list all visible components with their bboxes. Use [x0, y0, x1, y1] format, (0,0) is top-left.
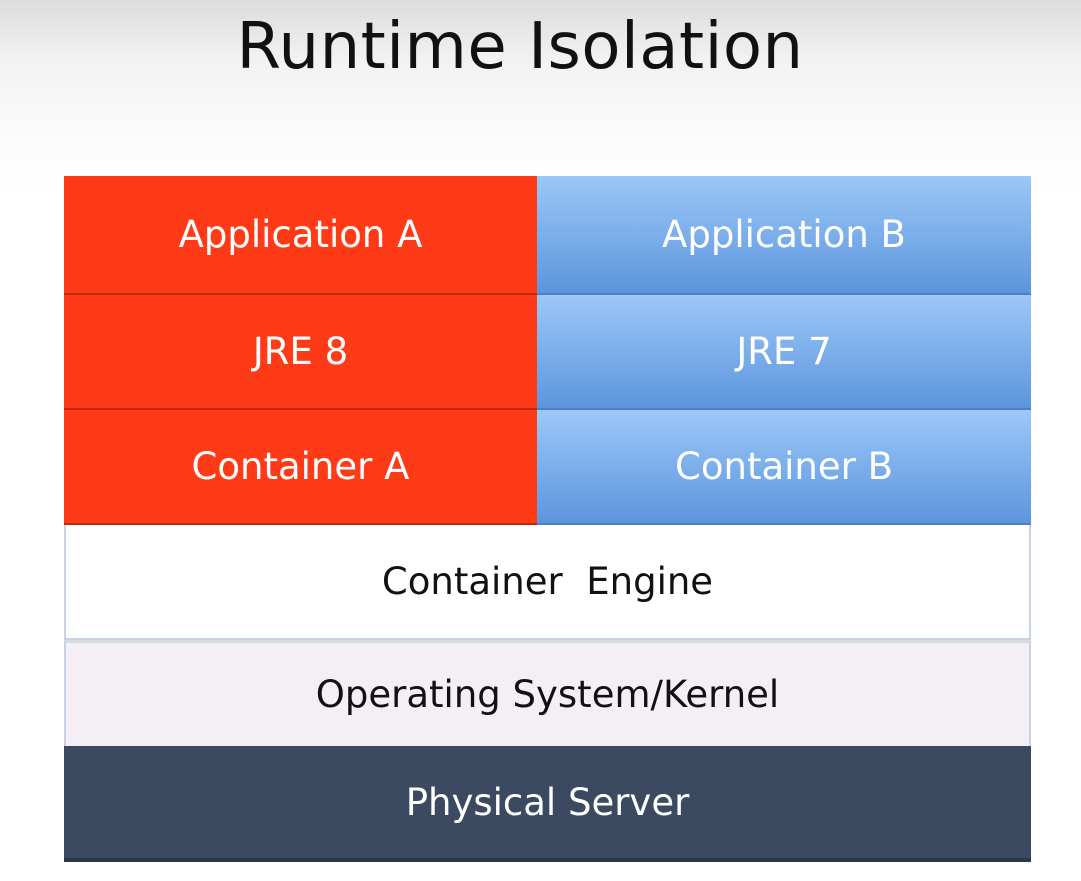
application-b-layer: Application B: [537, 176, 1031, 295]
jre-b-layer: JRE 7: [537, 295, 1031, 410]
container-engine-layer: Container Engine: [64, 525, 1031, 640]
layer-stack: Application A Application B JRE 8 JRE 7 …: [64, 176, 1031, 862]
diagram-title: Runtime Isolation: [236, 10, 804, 84]
operating-system-layer: Operating System/Kernel: [64, 640, 1031, 746]
container-a-layer: Container A: [64, 410, 537, 525]
application-a-layer: Application A: [64, 176, 537, 295]
jre-a-layer: JRE 8: [64, 295, 537, 410]
container-b-layer: Container B: [537, 410, 1031, 525]
application-row: Application A Application B: [64, 176, 1031, 295]
physical-server-layer: Physical Server: [64, 746, 1031, 862]
container-row: Container A Container B: [64, 410, 1031, 525]
jre-row: JRE 8 JRE 7: [64, 295, 1031, 410]
